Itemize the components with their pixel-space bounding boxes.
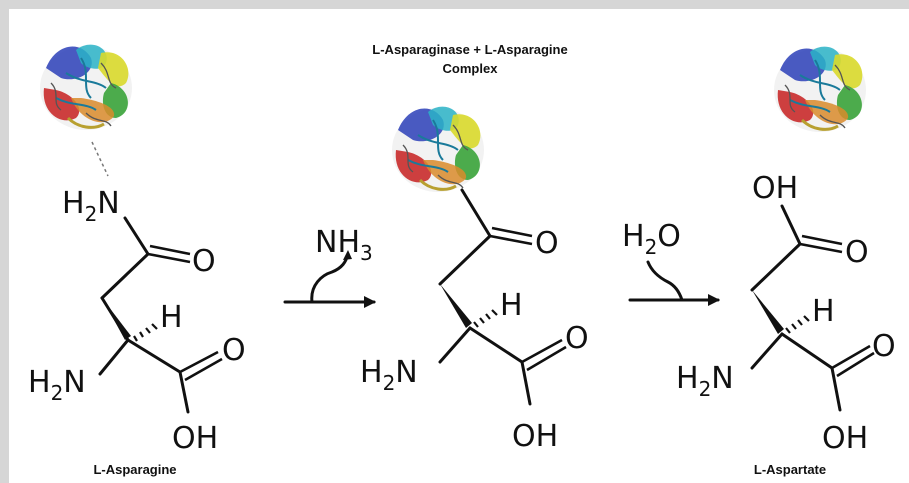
alpha-hydrogen-label: H	[160, 300, 183, 335]
side-chain-hydroxyl-label: OH	[752, 171, 798, 206]
wedge-bond	[752, 290, 784, 334]
complex-label-line1: L-Asparaginase + L-Asparagine	[372, 42, 567, 57]
reaction-arrow-1-icon: NH3	[283, 225, 376, 308]
carboxyl-oxygen-label: O	[222, 333, 246, 368]
water-label: H2O	[622, 219, 681, 259]
carboxyl-oxygen-label: O	[565, 321, 589, 356]
enzyme-right-protein-icon	[772, 45, 868, 134]
carbonyl-oxygen-label: O	[192, 244, 216, 279]
molecule-aspartate: OH O H H2N O OH	[676, 171, 896, 456]
product-label: L-Aspartate	[754, 462, 826, 477]
enzyme-left-protein-icon	[38, 43, 134, 132]
hydroxyl-label: OH	[512, 419, 558, 454]
molecule-complex: O H H2N O OH	[360, 188, 589, 454]
amine-label: H2N	[360, 355, 418, 395]
hydroxyl-label: OH	[172, 421, 218, 456]
wedge-bond	[102, 298, 131, 340]
side-chain-oxygen-label: O	[845, 235, 869, 270]
alpha-hydrogen-label: H	[500, 288, 523, 323]
complex-label-line2: Complex	[443, 61, 499, 76]
carboxyl-oxygen-label: O	[872, 329, 896, 364]
amine-label: H2N	[28, 365, 86, 405]
enzyme-binding-dashed-line	[91, 141, 109, 177]
amine-label: H2N	[676, 361, 734, 401]
wedge-bond	[440, 284, 472, 328]
carbonyl-oxygen-label: O	[535, 226, 559, 261]
alpha-hydrogen-label: H	[812, 294, 835, 329]
amide-nitrogen-label: H2N	[62, 186, 120, 226]
enzyme-complex-protein-icon	[390, 105, 486, 194]
ammonia-label: NH3	[315, 225, 373, 265]
molecule-asparagine: H2N O H H2N O OH	[28, 141, 246, 456]
substrate-label: L-Asparagine	[93, 462, 176, 477]
hydroxyl-label: OH	[822, 421, 868, 456]
reaction-arrow-2-icon: H2O	[622, 219, 720, 306]
